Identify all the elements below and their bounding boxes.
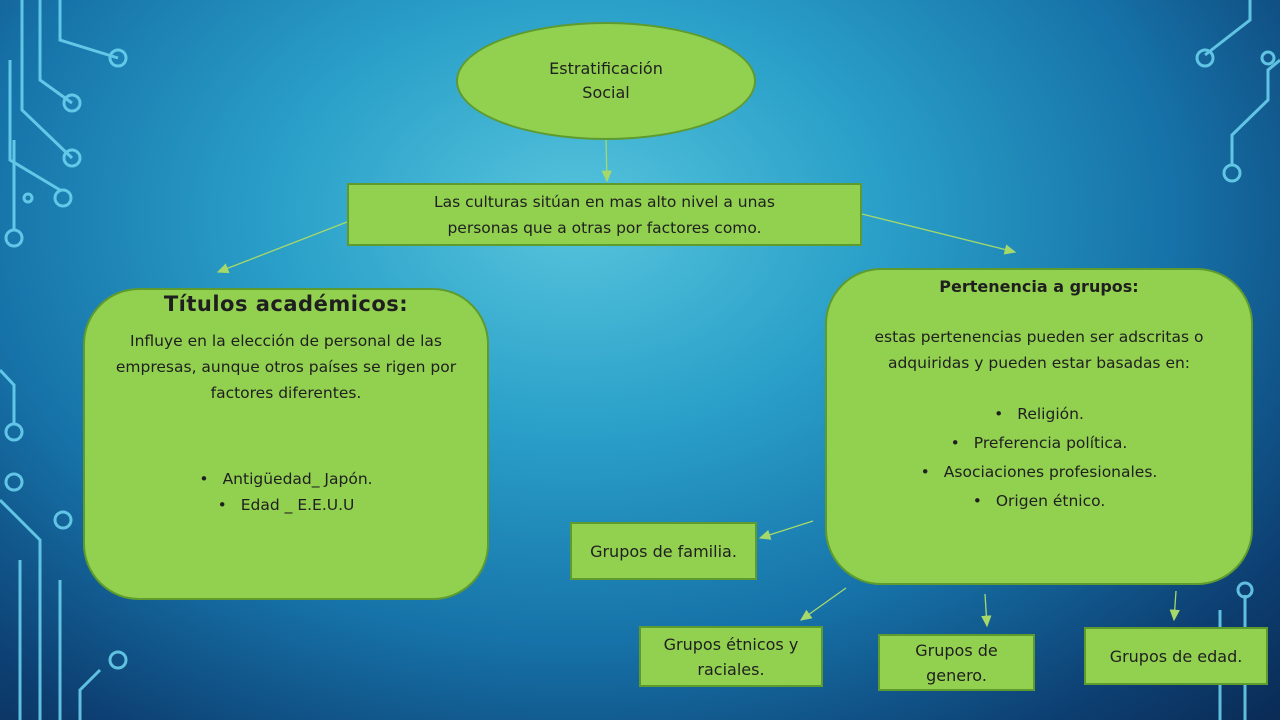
list-item: • Antigüedad_ Japón. <box>105 466 467 492</box>
intro-node: Las culturas sitúan en mas alto nivel a … <box>347 183 862 246</box>
list-item-label: Asociaciones profesionales. <box>943 463 1158 481</box>
circuit-node <box>1236 581 1254 599</box>
circuit-line <box>1204 0 1252 57</box>
list-item: • Religión. <box>851 400 1227 429</box>
circuit-line <box>38 0 73 105</box>
list-item: • Asociaciones profesionales. <box>851 458 1227 487</box>
intro-line2: personas que a otras por factores como. <box>447 218 762 237</box>
titulos-list: • Antigüedad_ Japón. • Edad _ E.E.U.U <box>105 466 467 518</box>
root-line1: Estratificación <box>549 59 663 78</box>
circuit-node <box>62 148 82 168</box>
bullet-icon: • <box>972 492 982 510</box>
pertenencia-node: Pertenencia a grupos: estas pertenencias… <box>825 268 1253 585</box>
list-item-label: Origen étnico. <box>995 492 1106 510</box>
circuit-line <box>8 60 61 192</box>
grupos-edad-label: Grupos de edad. <box>1109 646 1243 666</box>
circuit-line <box>1230 58 1280 165</box>
circuit-node <box>1260 50 1276 66</box>
circuit-node <box>62 93 82 113</box>
circuit-node <box>1195 48 1215 68</box>
circuit-node <box>22 192 34 204</box>
list-item: • Preferencia política. <box>851 429 1227 458</box>
pertenencia-list: • Religión. • Preferencia política. • Asoci… <box>851 400 1227 516</box>
grupos-genero-label: Grupos de genero. <box>915 640 998 685</box>
circuit-node <box>108 650 128 670</box>
circuit-node <box>1222 163 1242 183</box>
circuit-line <box>0 498 42 720</box>
circuit-line <box>0 368 16 425</box>
grupos-edad-node: Grupos de edad. <box>1084 627 1268 685</box>
circuit-node <box>4 228 24 248</box>
pertenencia-title: Pertenencia a grupos: <box>939 277 1139 296</box>
bullet-icon: • <box>217 496 227 514</box>
bullet-icon: • <box>994 405 1004 423</box>
grupos-etnicos-node: Grupos étnicos y raciales. <box>639 626 823 687</box>
bullet-icon: • <box>199 470 209 488</box>
list-item-label: Preferencia política. <box>973 434 1128 452</box>
circuit-node <box>4 472 24 492</box>
circuit-line <box>78 668 102 720</box>
grupos-familia-label: Grupos de familia. <box>590 541 737 561</box>
grupos-genero-node: Grupos de genero. <box>878 634 1035 691</box>
grupos-etnicos-label: Grupos étnicos y raciales. <box>663 634 799 679</box>
list-item-label: Edad _ E.E.U.U <box>240 496 355 514</box>
circuit-node <box>53 510 73 530</box>
list-item: • Edad _ E.E.U.U <box>105 492 467 518</box>
bullet-icon: • <box>920 463 930 481</box>
intro-line1: Las culturas sitúan en mas alto nivel a … <box>434 192 775 211</box>
list-item: • Origen étnico. <box>851 487 1227 516</box>
titulos-description: Influye en la elección de personal de la… <box>115 332 457 402</box>
bullet-icon: • <box>950 434 960 452</box>
grupos-familia-node: Grupos de familia. <box>570 522 757 580</box>
root-node: Estratificación Social <box>456 22 756 140</box>
list-item-label: Religión. <box>1017 405 1084 423</box>
circuit-node <box>108 48 128 68</box>
list-item-label: Antigüedad_ Japón. <box>222 470 373 488</box>
root-line2: Social <box>582 83 630 102</box>
circuit-node <box>53 188 73 208</box>
titulos-title: Títulos académicos: <box>163 292 409 316</box>
circuit-node <box>4 422 24 442</box>
circuit-line <box>58 0 119 60</box>
circuit-line <box>20 0 74 160</box>
pertenencia-description: estas pertenencias pueden ser adscritas … <box>874 328 1204 372</box>
titulos-node: Títulos académicos: Influye en la elecci… <box>83 288 489 600</box>
